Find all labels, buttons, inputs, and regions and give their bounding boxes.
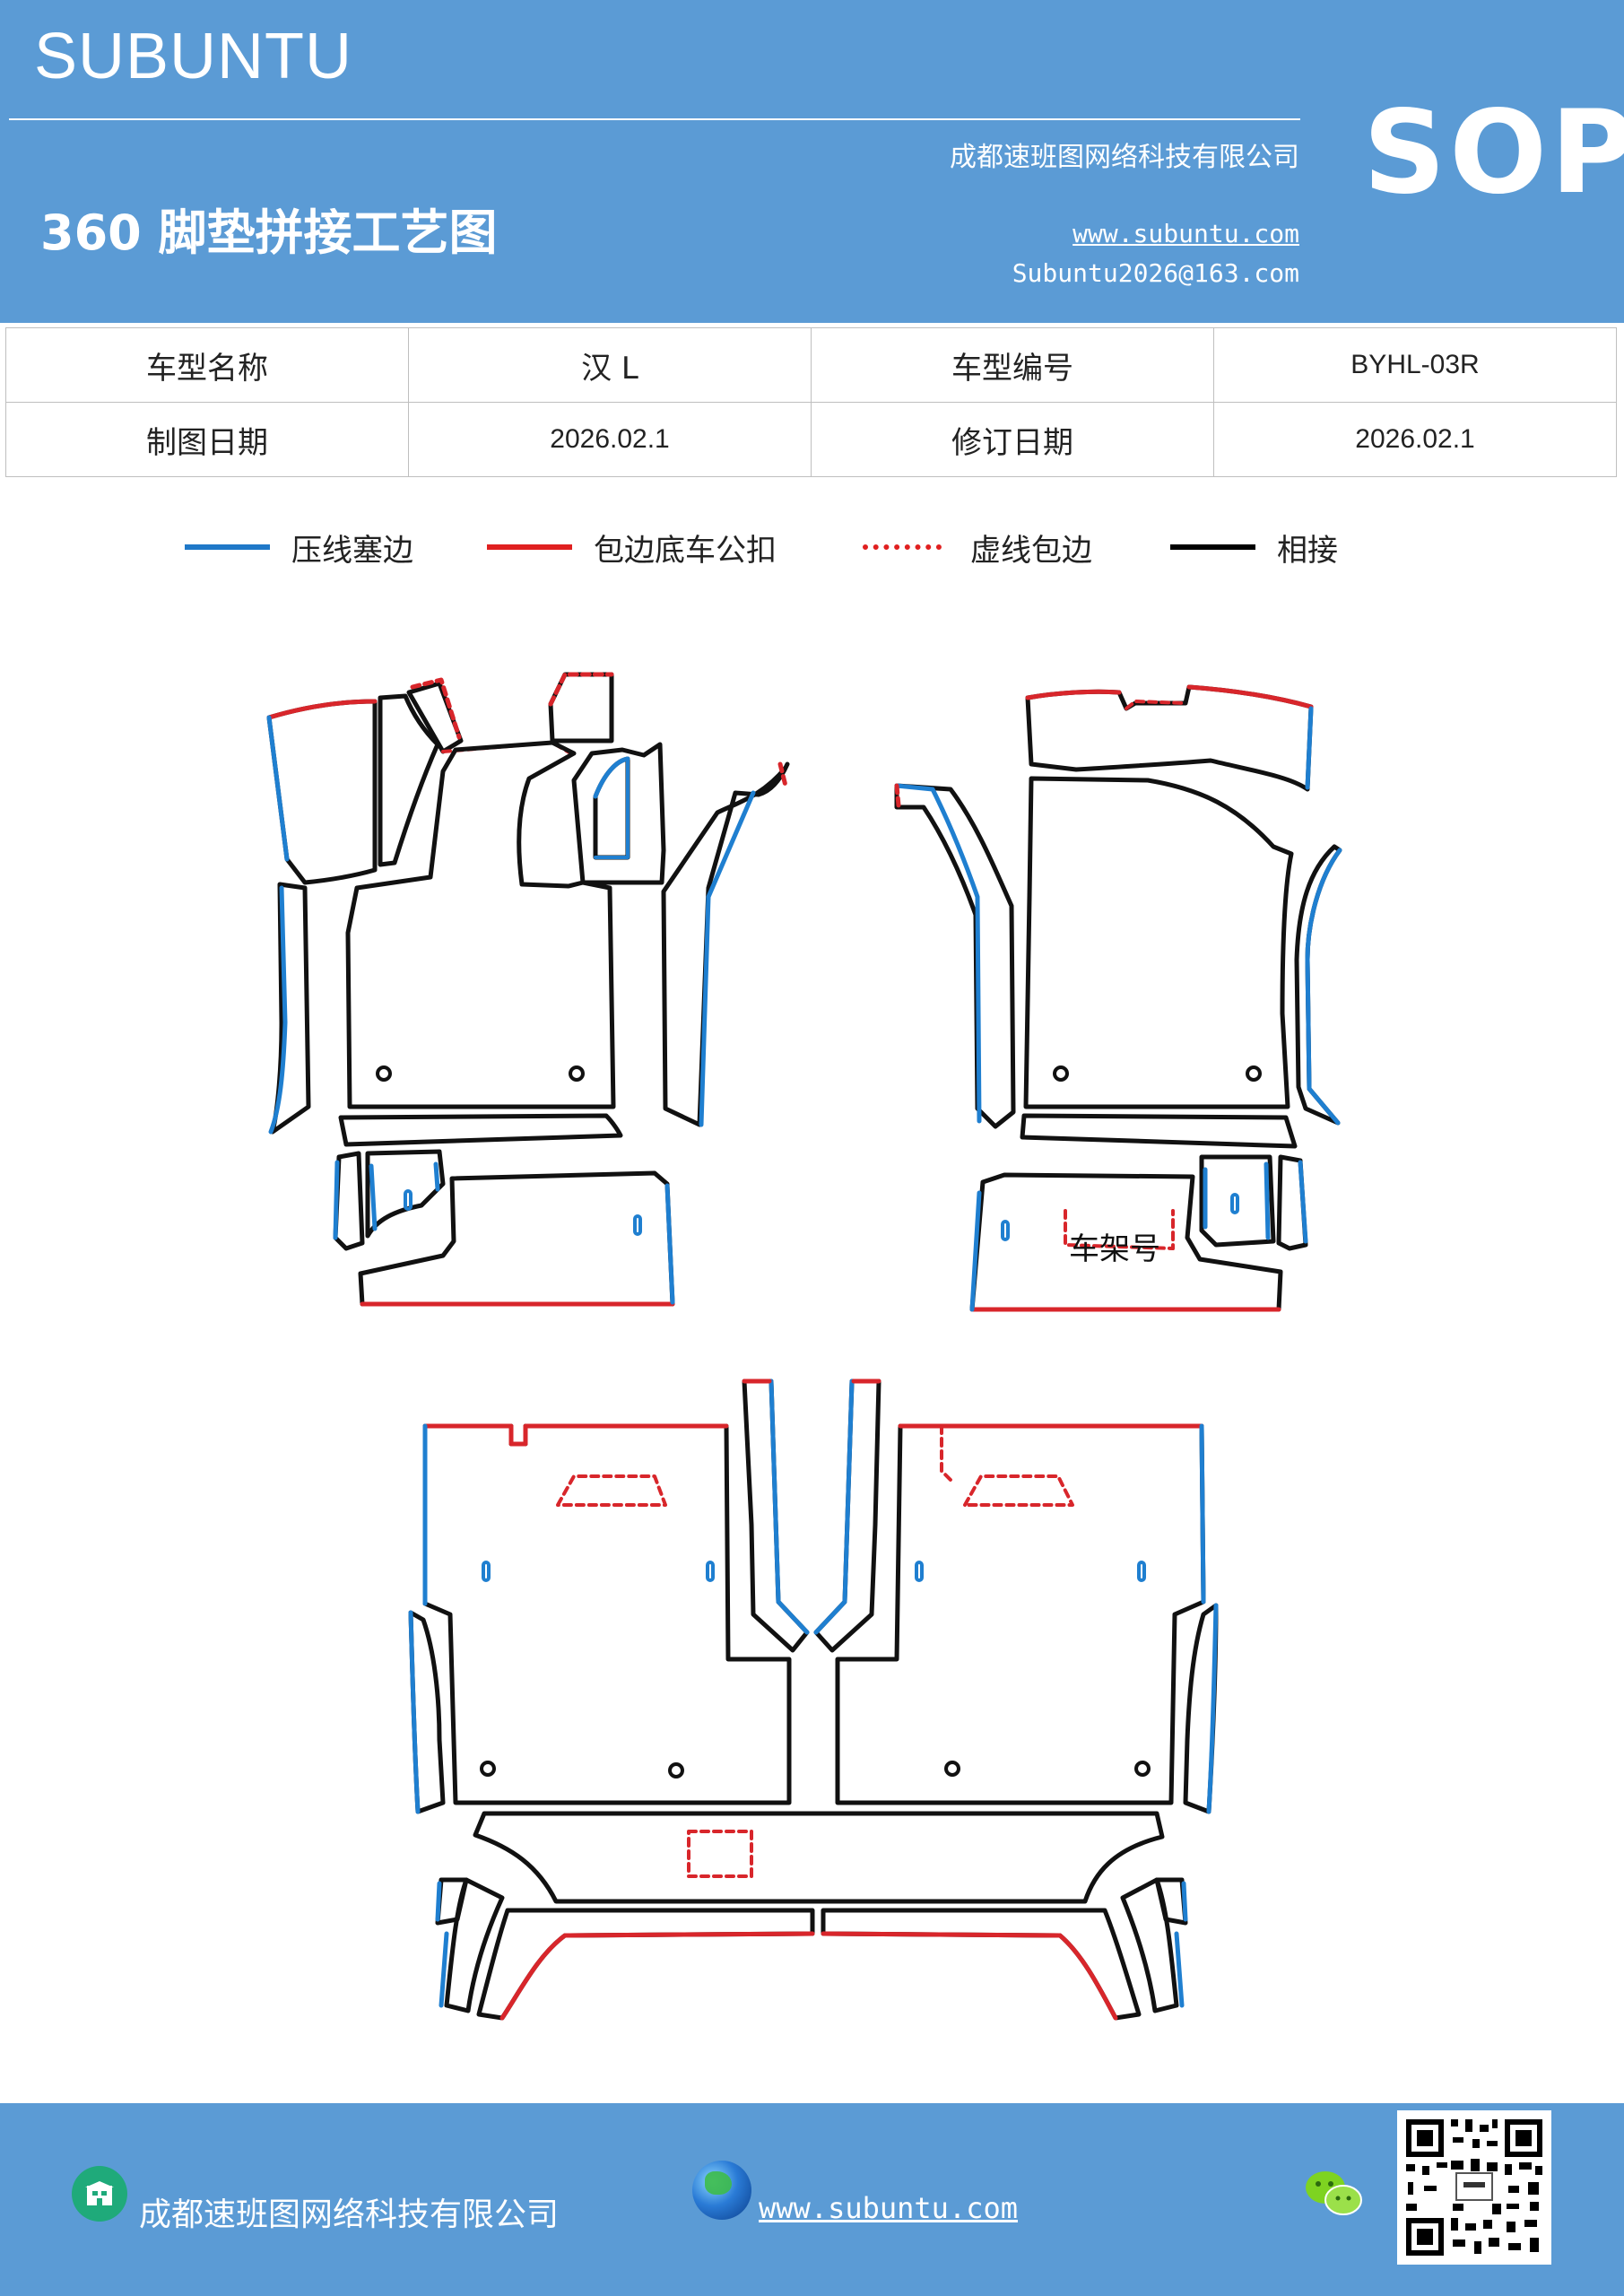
header-website-link[interactable]: www.subuntu.com xyxy=(1073,219,1299,248)
line-legend: 压线塞边 包边底车公扣 虚线包边 相接 xyxy=(0,525,1624,570)
legend-label: 包边底车公扣 xyxy=(594,532,777,569)
revision-date-label: 修订日期 xyxy=(811,402,1214,477)
legend-swatch xyxy=(185,544,270,550)
draw-date-value: 2026.02.1 xyxy=(408,402,812,477)
draw-date-label: 制图日期 xyxy=(5,402,409,477)
vehicle-info-table: 车型名称 汉 L 车型编号 BYHL-03R 制图日期 2026.02.1 修订… xyxy=(5,327,1617,477)
table-row: 车型名称 汉 L 车型编号 BYHL-03R xyxy=(5,327,1617,403)
footer-banner: 成都速班图网络科技有限公司 www.subuntu.com xyxy=(0,2103,1624,2296)
revision-date-value: 2026.02.1 xyxy=(1213,402,1617,477)
model-name-value: 汉 L xyxy=(408,327,812,403)
globe-icon xyxy=(692,2161,751,2220)
building-icon xyxy=(72,2166,127,2222)
front-left-mat xyxy=(266,672,790,1307)
legend-item-red-dotted: 虚线包边 xyxy=(863,525,1092,570)
sop-badge: SOP xyxy=(1363,86,1624,220)
legend-item-black: 相接 xyxy=(1170,525,1338,570)
header-email: Subuntu2026@163.com xyxy=(1012,258,1299,288)
legend-label: 虚线包边 xyxy=(970,532,1092,569)
floor-mat-drawing: 车架号 xyxy=(266,672,1342,2021)
qr-code xyxy=(1397,2110,1551,2265)
rear-mats xyxy=(408,1378,1219,2021)
model-code-label: 车型编号 xyxy=(811,327,1214,403)
legend-item-red: 包边底车公扣 xyxy=(487,525,777,570)
legend-label: 相接 xyxy=(1277,532,1338,569)
legend-item-blue: 压线塞边 xyxy=(185,525,413,570)
footer-company-name: 成都速班图网络科技有限公司 xyxy=(139,2196,560,2233)
page-title: 360 脚垫拼接工艺图 xyxy=(40,204,498,261)
model-code-value: BYHL-03R xyxy=(1213,327,1617,403)
footer-website-link[interactable]: www.subuntu.com xyxy=(759,2191,1018,2225)
model-name-label: 车型名称 xyxy=(5,327,409,403)
brand-logo-text: SUBUNTU xyxy=(34,21,353,92)
front-right-mat xyxy=(894,684,1342,1312)
wechat-icon[interactable] xyxy=(1302,2166,1365,2220)
header-divider xyxy=(9,118,1300,120)
table-row: 制图日期 2026.02.1 修订日期 2026.02.1 xyxy=(5,402,1617,477)
header-banner: SUBUNTU 成都速班图网络科技有限公司 360 脚垫拼接工艺图 www.su… xyxy=(0,0,1624,323)
legend-swatch xyxy=(487,544,572,550)
legend-swatch xyxy=(863,544,942,550)
legend-label: 压线塞边 xyxy=(291,532,413,569)
legend-swatch xyxy=(1170,544,1255,550)
frame-number-label: 车架号 xyxy=(1069,1231,1160,1267)
header-company-name: 成都速班图网络科技有限公司 xyxy=(950,142,1299,173)
